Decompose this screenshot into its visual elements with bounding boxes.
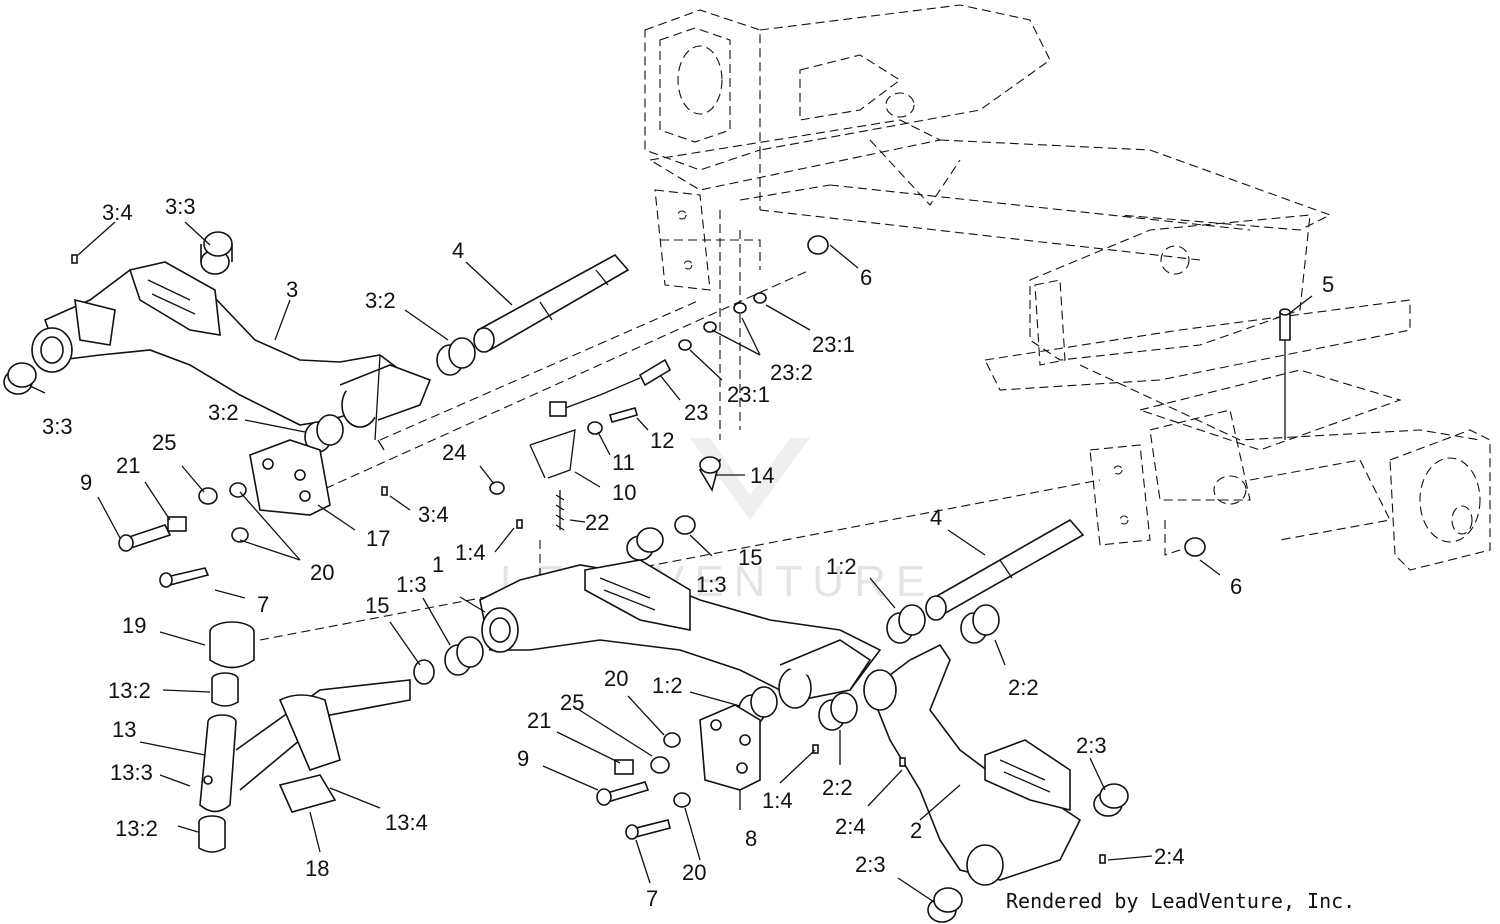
label-10: 10: [612, 480, 636, 505]
label-13-4: 13:4: [385, 810, 428, 835]
label-25: 25: [560, 690, 584, 715]
leader-lines: [29, 221, 1313, 903]
pivot-shaft-lower: [925, 518, 1085, 621]
nuts-6: [807, 235, 1206, 557]
label-3-3: 3:3: [42, 414, 73, 439]
label-3-4: 3:4: [102, 200, 133, 225]
label-1-3: 1:3: [396, 572, 427, 597]
mount-plate-8: [699, 704, 761, 791]
label-23: 23: [684, 400, 708, 425]
label-1-2: 1:2: [826, 554, 857, 579]
label-7: 7: [646, 886, 658, 911]
label-1-4: 1:4: [455, 540, 486, 565]
center-pivot-arm: [413, 515, 926, 754]
label-14: 14: [750, 463, 774, 488]
right-pivot-arm: [818, 604, 1129, 923]
label-2-2: 2:2: [822, 775, 853, 800]
label-1-3: 1:3: [696, 572, 727, 597]
label-13-2: 13:2: [108, 678, 151, 703]
label-11: 11: [612, 450, 635, 475]
label-2-3: 2:3: [855, 852, 886, 877]
left-pivot-arm: [3, 231, 476, 496]
label-15: 15: [738, 545, 762, 570]
spindle-assembly: [198, 621, 411, 853]
label-2-4: 2:4: [835, 814, 866, 839]
label-3-2: 3:2: [365, 288, 396, 313]
label-19: 19: [122, 613, 146, 638]
label-2-2: 2:2: [1008, 675, 1039, 700]
label-18: 18: [305, 856, 329, 881]
label-3-4: 3:4: [418, 502, 449, 527]
label-8: 8: [745, 826, 757, 851]
callout-labels: 3:4 3:3 3 4 3:2 6 5 23:1 23:2 23:1 23 3:…: [42, 194, 1334, 911]
label-7: 7: [257, 592, 269, 617]
label-1-4: 1:4: [762, 788, 793, 813]
label-12: 12: [650, 428, 674, 453]
main-frame-phantom: [259, 4, 1491, 641]
label-2: 2: [910, 818, 922, 843]
hitch-pin-assembly: [489, 292, 767, 531]
label-9: 9: [517, 746, 529, 771]
label-23-1: 23:1: [727, 382, 770, 407]
left-hardware: [118, 482, 249, 588]
label-6: 6: [860, 265, 872, 290]
label-13-2: 13:2: [115, 816, 158, 841]
label-4: 4: [930, 505, 942, 530]
render-credit: Rendered by LeadVenture, Inc.: [1006, 889, 1356, 913]
label-3-2: 3:2: [208, 400, 239, 425]
label-1-2: 1:2: [652, 673, 683, 698]
label-21: 21: [527, 708, 551, 733]
label-1: 1: [432, 552, 444, 577]
label-23-2: 23:2: [770, 360, 813, 385]
label-6: 6: [1230, 574, 1242, 599]
label-17: 17: [366, 526, 390, 551]
label-13-3: 13:3: [110, 760, 153, 785]
label-9: 9: [80, 470, 92, 495]
label-20: 20: [682, 860, 706, 885]
label-21: 21: [116, 453, 140, 478]
label-20: 20: [310, 560, 334, 585]
pivot-shaft-upper: [473, 253, 630, 353]
right-hardware: [596, 732, 691, 840]
label-5: 5: [1322, 272, 1334, 297]
label-3: 3: [286, 277, 298, 302]
label-24: 24: [442, 440, 466, 465]
label-2-4: 2:4: [1154, 844, 1185, 869]
label-13: 13: [112, 717, 136, 742]
label-4: 4: [452, 238, 464, 263]
label-3-3: 3:3: [165, 194, 196, 219]
label-25: 25: [152, 430, 176, 455]
pin-5: [1279, 308, 1291, 440]
label-22: 22: [585, 510, 609, 535]
mount-plate-17: [249, 439, 331, 516]
label-20: 20: [604, 666, 628, 691]
label-15: 15: [365, 593, 389, 618]
label-23-1: 23:1: [812, 332, 855, 357]
label-2-3: 2:3: [1076, 733, 1107, 758]
